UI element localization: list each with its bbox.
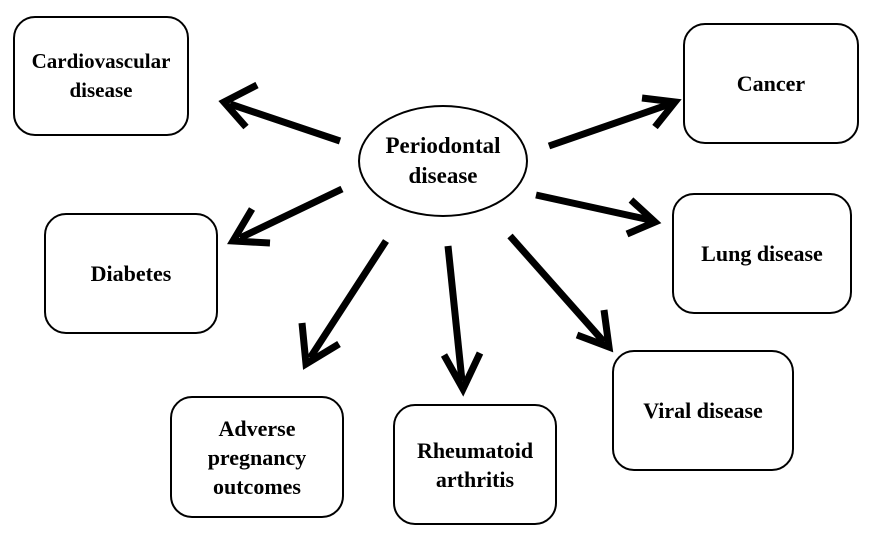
node-label: Cancer	[736, 71, 806, 96]
arrow-to-cancer	[547, 94, 682, 150]
node-label: Rheumatoid arthritis	[416, 437, 534, 492]
arrow-to-lung	[535, 191, 662, 238]
node-cardiovascular-disease: Cardiovascular disease	[13, 16, 189, 136]
node-lung-disease: Lung disease	[672, 193, 852, 314]
arrow-to-viral	[507, 233, 614, 353]
arrow-to-pregnancy	[298, 239, 389, 370]
node-label: Diabetes	[90, 261, 172, 286]
arrow-to-rheumatoid	[440, 245, 484, 397]
node-label: Cardiovascular disease	[31, 49, 171, 102]
node-adverse-pregnancy-outcomes: Adverse pregnancy outcomes	[170, 396, 344, 518]
hub-periodontal-disease: Periodontal disease	[358, 105, 528, 217]
hub-label: Periodontal disease	[385, 133, 501, 188]
node-label: Viral disease	[643, 398, 763, 423]
node-diabetes: Diabetes	[44, 213, 218, 334]
node-label: Lung disease	[701, 241, 823, 266]
arrow-to-cardiovascular	[218, 81, 342, 145]
arrow-to-diabetes	[227, 185, 344, 247]
node-rheumatoid-arthritis: Rheumatoid arthritis	[393, 404, 557, 525]
node-viral-disease: Viral disease	[612, 350, 794, 471]
node-cancer: Cancer	[683, 23, 859, 144]
node-label: Adverse pregnancy outcomes	[207, 415, 307, 499]
